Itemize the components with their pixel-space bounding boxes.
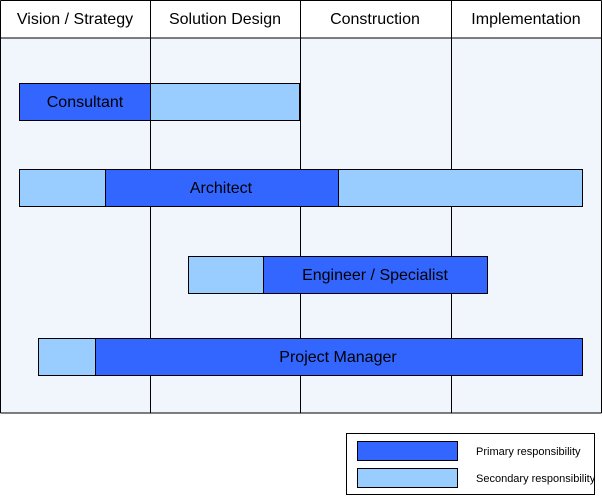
- phase-header-vision-strategy: Vision / Strategy: [17, 11, 133, 28]
- legend-secondary-label: Secondary responsibility: [476, 473, 596, 485]
- role-label-consultant: Consultant: [47, 94, 124, 111]
- project-manager-primary-segment: [95, 338, 583, 376]
- role-bar-architect: [19, 169, 583, 207]
- legend: Primary responsibility Secondary respons…: [346, 433, 596, 495]
- engineer-secondary-segment: [188, 256, 264, 294]
- engineer-primary-segment: [263, 256, 488, 294]
- role-label-project-manager: Project Manager: [279, 349, 397, 366]
- role-bar-engineer-specialist: [188, 256, 488, 294]
- phase-header-implementation: Implementation: [471, 11, 580, 28]
- legend-primary-label: Primary responsibility: [476, 446, 581, 458]
- project-manager-secondary-segment: [38, 338, 96, 376]
- phase-header-construction: Construction: [330, 11, 420, 28]
- architect-secondary-segment-left: [19, 169, 106, 207]
- role-label-architect: Architect: [190, 180, 253, 197]
- legend-primary-swatch: [357, 441, 458, 461]
- phase-header-solution-design: Solution Design: [169, 11, 281, 28]
- architect-primary-segment: [105, 169, 339, 207]
- legend-secondary-swatch: [357, 468, 458, 488]
- architect-secondary-segment-right: [338, 169, 583, 207]
- role-label-engineer-specialist: Engineer / Specialist: [302, 267, 448, 284]
- consultant-secondary-segment: [150, 83, 300, 121]
- role-bar-project-manager: [38, 338, 583, 376]
- role-bar-consultant: [19, 83, 300, 121]
